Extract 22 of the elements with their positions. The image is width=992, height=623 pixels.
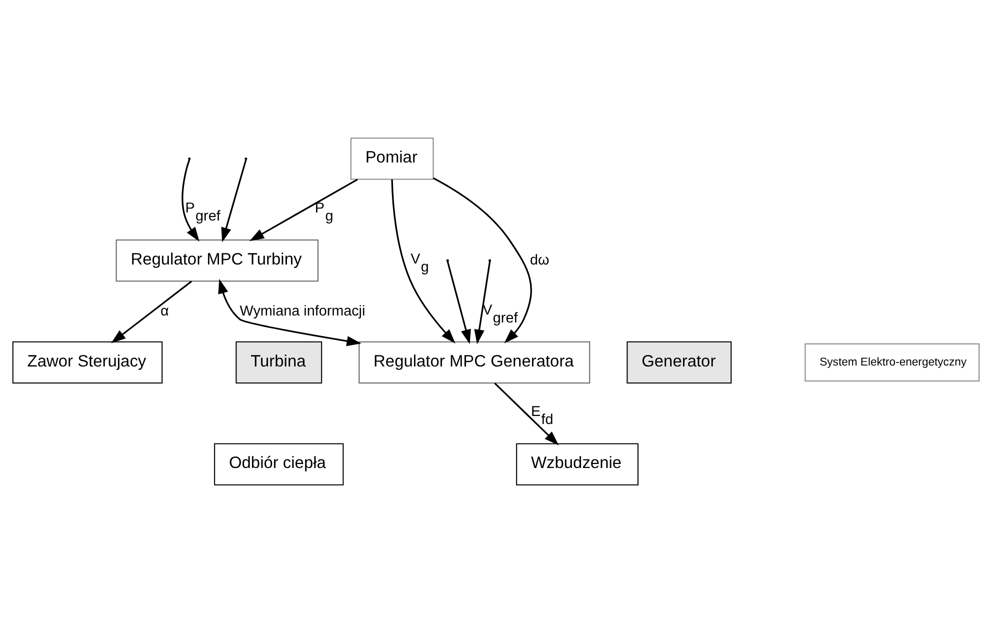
arrow [221,160,247,242]
node-box: System Elektro-energetyczny [804,343,980,382]
edge-label: Wymiana informacji [240,303,366,320]
node-box: Pomiar [350,138,434,180]
arrow [474,262,491,344]
node-box: Zawor Sterujacy [12,341,163,384]
edge-label: dω [530,252,550,268]
arrow [446,261,471,344]
edge-label: α [160,303,169,320]
arrow [432,177,532,344]
arrow [111,280,192,344]
node-box: Regulator MPC Turbiny [116,239,318,282]
arrow [182,160,200,242]
node-box: Odbiór ciepła [214,443,344,486]
arrow [218,278,362,346]
node-box: Turbina [236,341,322,384]
node-box: Generator [626,341,732,384]
arrow [249,178,358,242]
node-box: Regulator MPC Generatora [358,341,590,384]
node-box: Wzbudzenie [516,443,639,486]
arrow [494,382,559,446]
arrow [391,179,456,344]
